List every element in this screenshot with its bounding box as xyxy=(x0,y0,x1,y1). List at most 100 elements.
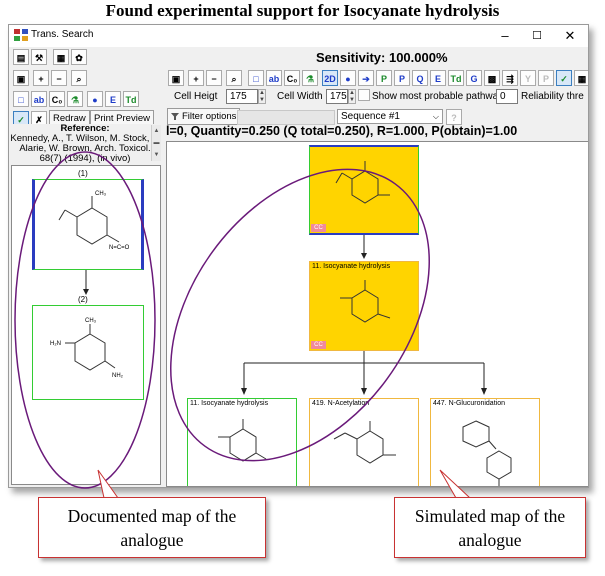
load-icon[interactable]: ▣ xyxy=(13,70,29,86)
y-icon[interactable]: Y xyxy=(520,70,536,86)
simulated-map-panel: CC 11. Isocyanate hydrolysis CC xyxy=(166,141,588,487)
e-icon[interactable]: E xyxy=(105,91,121,107)
trans-search-window: Trans. Search – ☐ ✕ ▤ ⚒ ▦ ✿ Sensitivity:… xyxy=(8,24,589,488)
sensitivity-readout: Sensitivity: 100.000% xyxy=(312,48,588,68)
node1-label: (1) xyxy=(78,169,88,178)
simulated-step1-node[interactable]: 11. Isocyanate hydrolysis CC xyxy=(309,261,419,351)
help-icon[interactable]: ? xyxy=(446,109,462,125)
chart-icon[interactable]: ▩ xyxy=(484,70,500,86)
tools-icon[interactable]: ⚒ xyxy=(31,49,47,65)
p-icon[interactable]: P xyxy=(394,70,410,86)
pathways-count-field[interactable]: 0 xyxy=(496,89,518,104)
arrow-down-icon xyxy=(83,270,89,295)
child3-label: 447. N-Glucuronidation xyxy=(433,400,505,407)
2d-icon[interactable]: 2D xyxy=(322,70,338,86)
arrow-down-icon xyxy=(361,235,367,259)
molecule-structure: CH₃ H₂N NH₂ xyxy=(50,318,124,379)
molecule-structure xyxy=(333,421,396,464)
child1-label: 11. Isocyanate hydrolysis xyxy=(190,400,269,407)
filter-icon xyxy=(171,113,179,120)
cell-height-label: Cell Heigt xyxy=(174,91,218,102)
molecule-structure xyxy=(218,419,267,462)
reliability-label: Reliability thre xyxy=(521,91,584,102)
load-icon[interactable]: ▣ xyxy=(168,70,184,86)
p-icon[interactable]: P xyxy=(376,70,392,86)
e-icon[interactable]: E xyxy=(430,70,446,86)
molecule-structure xyxy=(335,161,390,204)
settings-icon[interactable]: ✿ xyxy=(71,49,87,65)
arrow-right-icon[interactable]: ➔ xyxy=(358,70,374,86)
window-title: Trans. Search xyxy=(31,29,94,40)
simulated-child-node[interactable]: 419. N-Acetylation xyxy=(309,398,419,486)
grid-icon[interactable]: ▦ xyxy=(53,49,69,65)
simulated-child-node[interactable]: 11. Isocyanate hydrolysis xyxy=(187,398,297,486)
maximize-button[interactable]: ☐ xyxy=(532,30,542,42)
simulated-root-node[interactable]: CC xyxy=(309,145,419,235)
documented-map-callout: Documented map of the analogue xyxy=(38,497,266,558)
atom-label: CH₃ xyxy=(95,191,107,197)
co-icon[interactable]: C₀ xyxy=(284,70,300,86)
circle-icon[interactable]: ● xyxy=(87,91,103,107)
status-line: l=0, Quantity=0.250 (Q total=0.250), R=1… xyxy=(166,124,518,138)
filter-options-label: Filter options xyxy=(182,111,237,122)
chevron-down-icon: ⌵ xyxy=(432,112,439,121)
atom-label: N=C=O xyxy=(109,245,130,251)
q-icon[interactable]: Q xyxy=(412,70,428,86)
flask-icon[interactable]: ⚗ xyxy=(302,70,318,86)
zoom-in-icon[interactable]: + xyxy=(188,70,204,86)
shuffle-icon[interactable]: ⇶ xyxy=(502,70,518,86)
app-icon xyxy=(14,29,28,41)
molecule-structure: CH₃ N=C=O xyxy=(58,191,130,251)
minimize-button[interactable]: – xyxy=(501,28,509,43)
ab-icon[interactable]: ab xyxy=(266,70,282,86)
td-icon[interactable]: Td xyxy=(123,91,139,107)
co-icon[interactable]: C₀ xyxy=(49,91,65,107)
filter-options-button[interactable]: Filter options xyxy=(167,108,241,125)
documented-node-2[interactable]: CH₃ H₂N NH₂ xyxy=(32,305,144,400)
reference-scrollbar[interactable]: ▲▬▼ xyxy=(151,125,161,161)
circle-icon[interactable]: ● xyxy=(340,70,356,86)
cell-width-field[interactable]: 175 xyxy=(326,89,348,104)
open-icon[interactable]: ▤ xyxy=(13,49,29,65)
simulated-map-callout: Simulated map of the analogue xyxy=(394,497,586,558)
td-icon[interactable]: Td xyxy=(448,70,464,86)
show-pathways-checkbox[interactable] xyxy=(358,89,370,101)
ab-icon[interactable]: ab xyxy=(31,91,47,107)
sequence-value: Sequence #1 xyxy=(341,111,400,122)
square-icon[interactable]: □ xyxy=(13,91,29,107)
atom-label: CH₃ xyxy=(85,318,97,324)
atom-label: H₂N xyxy=(50,341,61,347)
g-icon[interactable]: G xyxy=(466,70,482,86)
documented-node-1[interactable]: CH₃ N=C=O xyxy=(32,179,144,270)
cell-height-field[interactable]: 175 xyxy=(226,89,258,104)
sequence-select[interactable]: Sequence #1 ⌵ xyxy=(337,109,443,124)
zoom-in-icon[interactable]: + xyxy=(33,70,49,86)
square-icon[interactable]: □ xyxy=(248,70,264,86)
show-pathways-label: Show most probable pathways xyxy=(372,91,509,102)
cc-badge: CC xyxy=(311,224,326,232)
close-button[interactable]: ✕ xyxy=(564,28,576,43)
cell-width-spinner[interactable]: ▲▼ xyxy=(348,89,356,104)
molecule-structure xyxy=(340,280,391,323)
grid-icon[interactable]: ▦ xyxy=(574,70,588,86)
node2-label: (2) xyxy=(78,295,88,304)
filter-slider[interactable] xyxy=(237,110,335,125)
zoom-out-icon[interactable]: − xyxy=(51,70,67,86)
cross-icon[interactable]: ✗ xyxy=(31,111,47,127)
molecule-structure xyxy=(462,420,512,486)
check-icon[interactable]: ✓ xyxy=(556,70,572,86)
figure-title: Found experimental support for Isocyanat… xyxy=(105,1,500,20)
cell-height-spinner[interactable]: ▲▼ xyxy=(258,89,266,104)
atom-label: NH₂ xyxy=(112,373,124,379)
zoom-out-icon[interactable]: − xyxy=(206,70,222,86)
title-bar: Trans. Search – ☐ ✕ xyxy=(9,25,588,47)
search-icon[interactable]: ⌕ xyxy=(226,70,242,86)
simulated-child-node[interactable]: 447. N-Glucuronidation xyxy=(430,398,540,486)
cc-badge: CC xyxy=(311,341,326,349)
flask-icon[interactable]: ⚗ xyxy=(67,91,83,107)
reference-text: Kennedy, A., T. Wilson, M. Stock, Y. Ala… xyxy=(10,133,160,164)
p-disabled-icon[interactable]: P xyxy=(538,70,554,86)
search-icon[interactable]: ⌕ xyxy=(71,70,87,86)
branch-connector xyxy=(241,351,487,395)
documented-map-panel: (1) CH₃ N=C=O (2) CH₃ H₂N xyxy=(11,165,161,485)
